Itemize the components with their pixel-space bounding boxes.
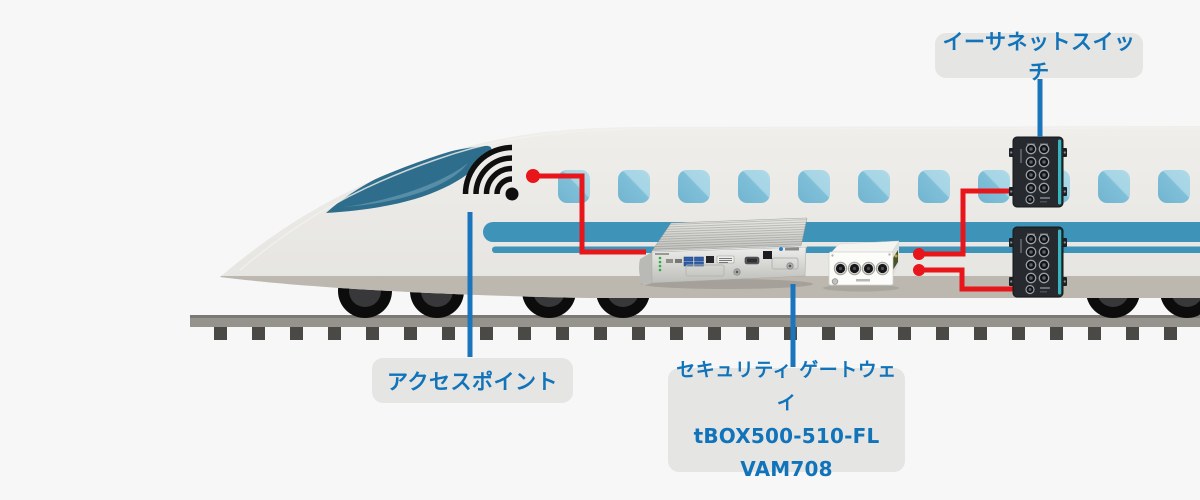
vam708-device — [823, 240, 900, 292]
cable-vam-to-switch-lower — [913, 264, 1016, 292]
label-security-gateway-line2: tBOX500-510-FL — [693, 424, 880, 448]
security-gateway-device — [639, 217, 813, 289]
train-underbody-band — [220, 276, 1200, 298]
red-cables — [526, 169, 1016, 292]
label-ethernet-switch: イーサネットスイッチ — [935, 30, 1143, 84]
ethernet-switch-upper — [1009, 137, 1067, 207]
windshield — [326, 145, 492, 213]
label-access-point: アクセスポイント — [372, 358, 573, 403]
wifi-icon — [462, 144, 519, 201]
cable-accesspoint-to-gateway — [526, 169, 646, 255]
label-connector-lines — [467, 79, 1043, 367]
vam708-m12-ports — [833, 261, 890, 276]
ethernet-switch-lower — [1009, 227, 1067, 297]
label-security-gateway-line3: VAM708 — [740, 457, 833, 481]
label-security-gateway: セキュリティ ゲートウェイ tBOX500-510-FL VAM708 — [668, 359, 905, 481]
label-security-gateway-line1: セキュリティ ゲートウェイ — [676, 359, 897, 414]
gateway-front-ports — [655, 247, 799, 277]
railway-track — [190, 315, 1200, 340]
cable-vam-to-switch-upper — [913, 188, 1016, 260]
train-stripe-thick — [483, 222, 1200, 242]
